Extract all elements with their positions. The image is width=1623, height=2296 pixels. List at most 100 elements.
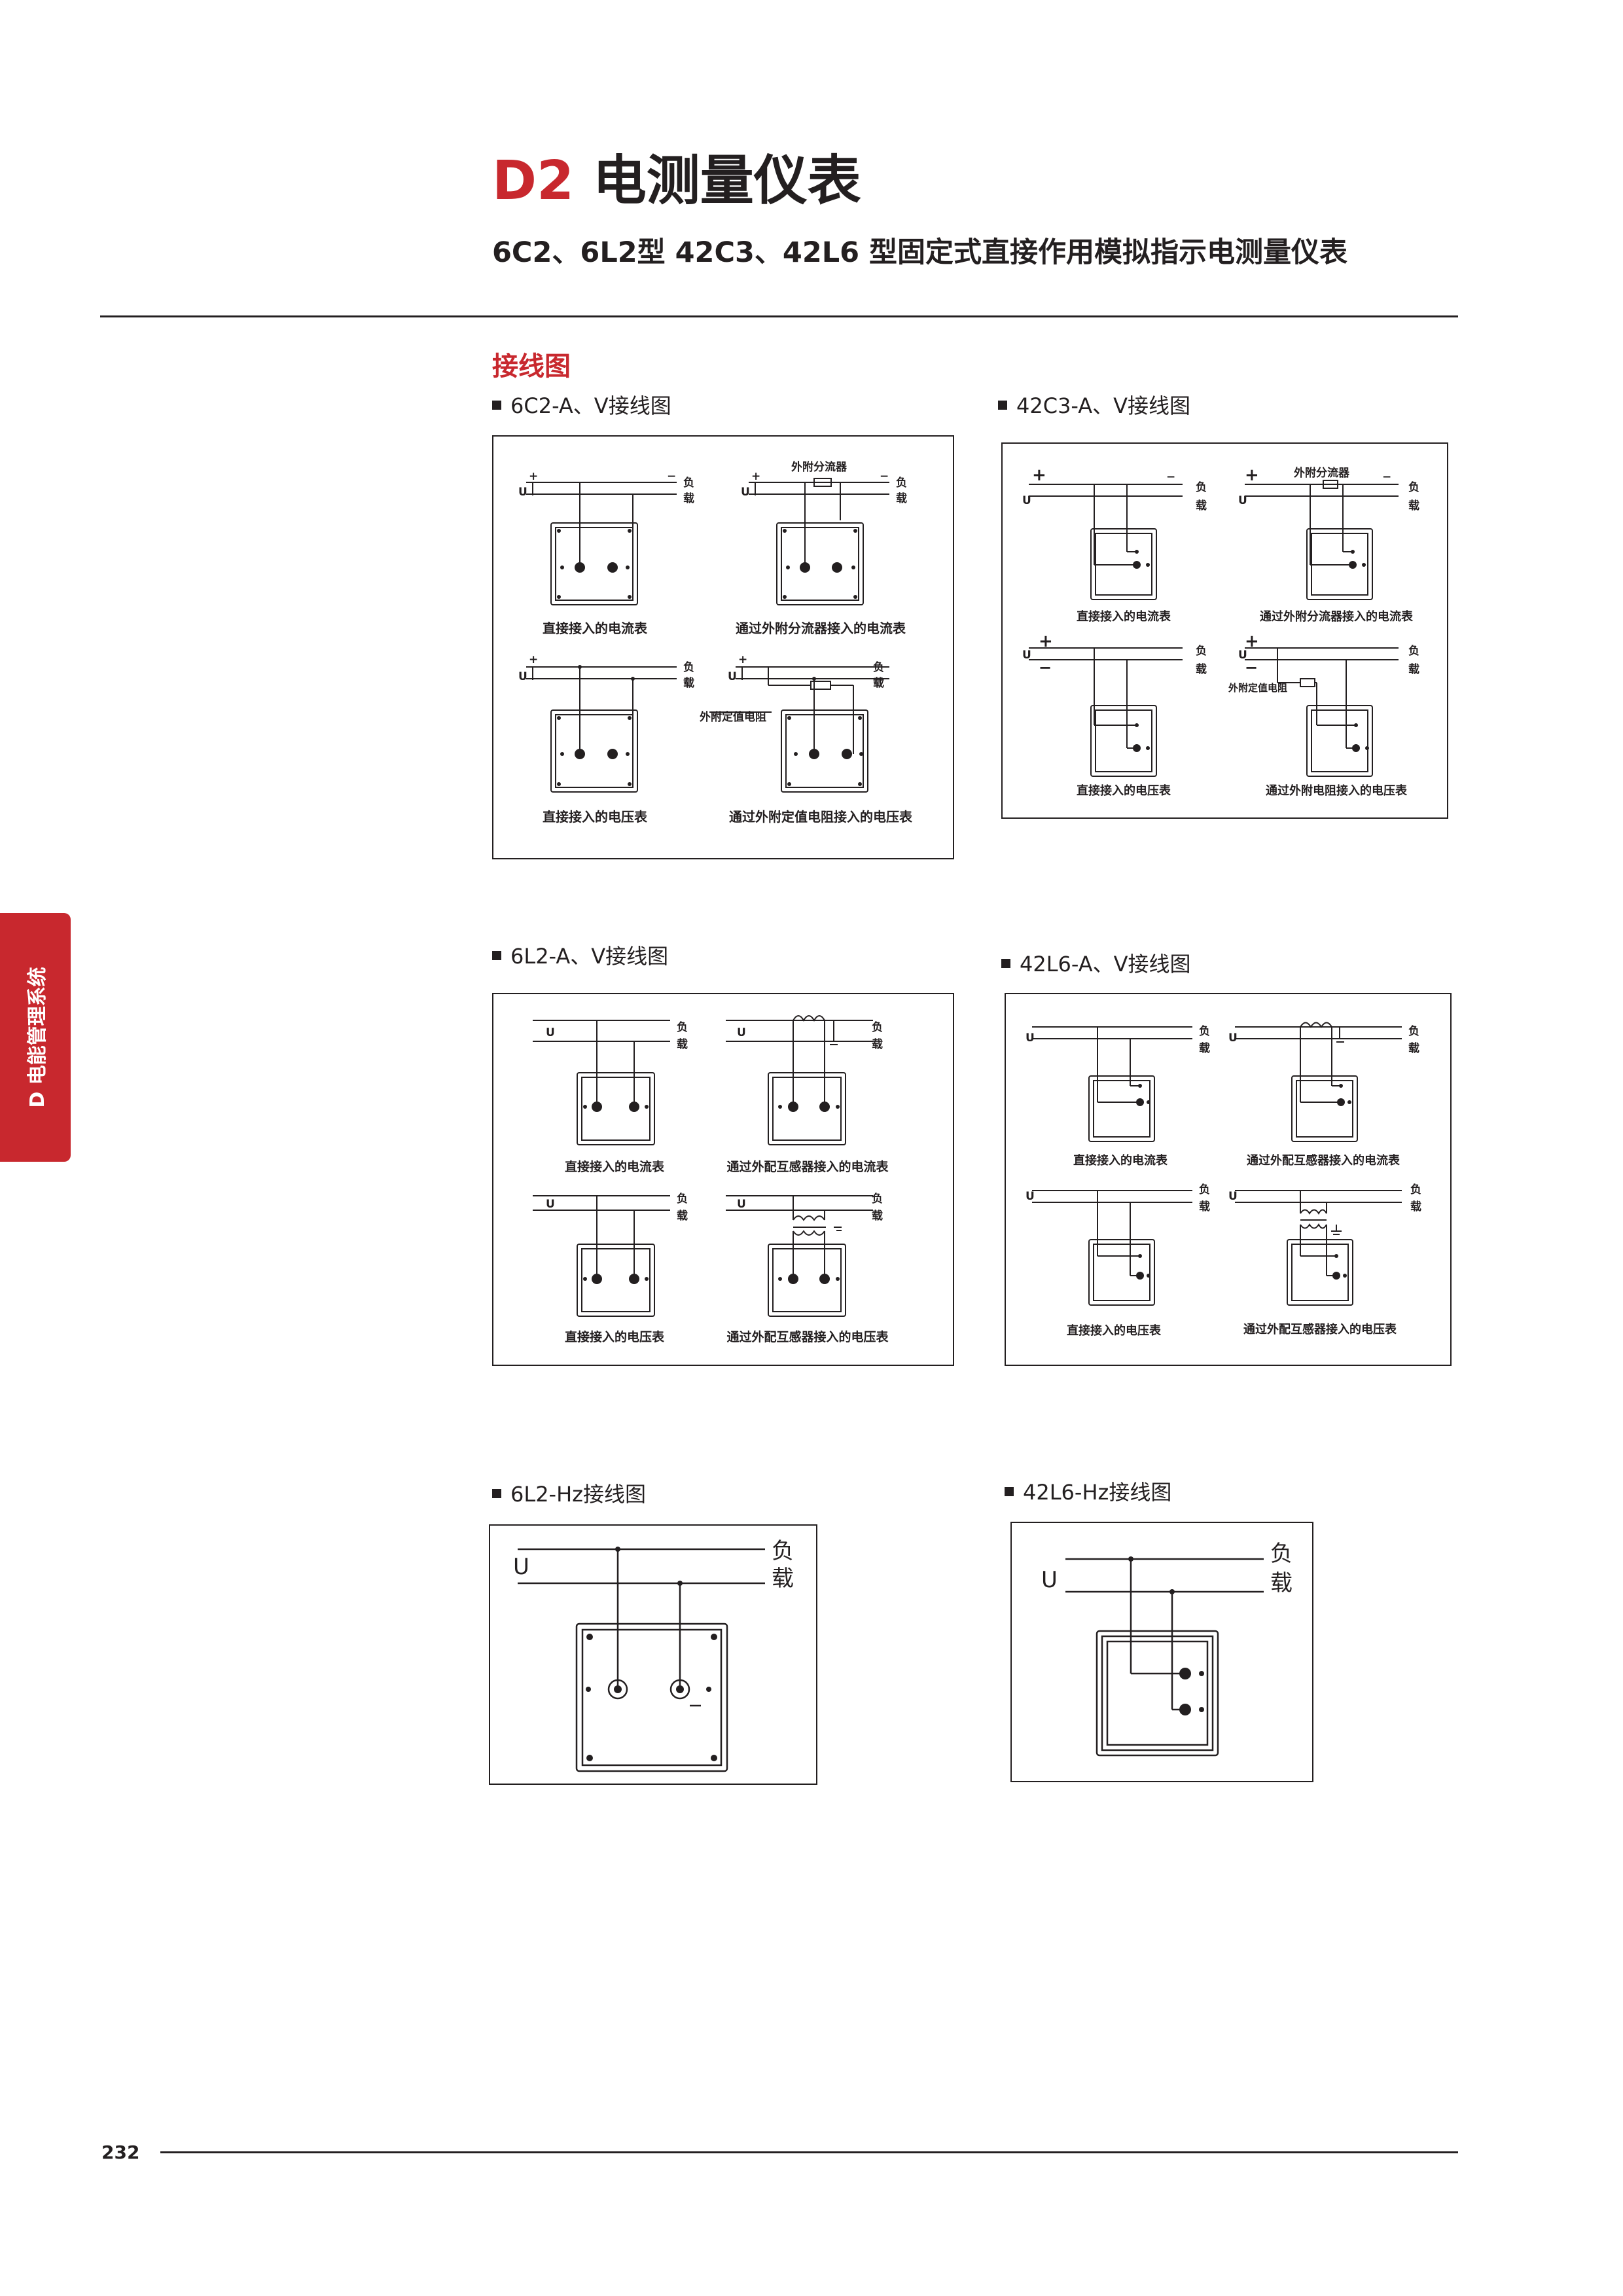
zai-label: 载	[1270, 1570, 1293, 1596]
fu-label: 负	[1408, 644, 1419, 658]
zai-label: 载	[1408, 1041, 1419, 1055]
minus-label: −	[880, 470, 889, 483]
wiring-diagram-6c2: + − U 负 载 + − U 负 载 外附分流器 + U 负 载 + U 负 …	[518, 460, 913, 825]
zai-label: 载	[873, 676, 884, 690]
shunt-label: 外附分流器	[1294, 466, 1350, 480]
u-label: U	[741, 486, 750, 499]
section-title: 接线图	[492, 351, 571, 382]
caption-6l2hz: 6L2-Hz接线图	[492, 1484, 646, 1505]
item-label: 直接接入的电压表	[543, 809, 648, 825]
fu-label: 负	[1408, 480, 1419, 494]
minus-label: −	[1039, 658, 1052, 677]
u-label: U	[1026, 1031, 1035, 1045]
u-label: U	[737, 1198, 746, 1211]
bullet-square-icon	[1005, 1487, 1014, 1496]
caption-text: 42L6-Hz接线图	[1023, 1480, 1172, 1505]
u-label: U	[1228, 1190, 1238, 1203]
resistor-label: 外附定值电阻	[1228, 682, 1287, 694]
u-label: U	[518, 670, 527, 683]
fu-label: 负	[772, 1538, 794, 1564]
wiring-diagram-42c3: + − U 负 载 + − U 负 载 外附分流器 + U − 负 载 + U …	[1022, 465, 1419, 798]
zai-label: 载	[872, 1037, 883, 1051]
item-label: 通过外配互感器接入的电压表	[726, 1329, 889, 1344]
minus-label: −	[1382, 471, 1391, 484]
shunt-label: 外附分流器	[791, 460, 847, 474]
bullet-square-icon	[492, 1489, 501, 1498]
caption-42l6hz: 42L6-Hz接线图	[1005, 1482, 1171, 1503]
fu-label: 负	[1196, 480, 1207, 494]
plus-label: +	[1032, 465, 1046, 485]
u-label: U	[518, 486, 527, 499]
zai-label: 载	[683, 676, 694, 690]
zai-label: 载	[1196, 662, 1207, 676]
zai-label: 载	[896, 492, 907, 505]
item-label: 直接接入的电压表	[565, 1329, 665, 1344]
u-label: U	[1238, 494, 1247, 507]
u-label: U	[546, 1198, 555, 1211]
minus-label: −	[667, 470, 676, 483]
item-label: 直接接入的电流表	[1073, 1153, 1168, 1168]
fu-label: 负	[683, 476, 694, 490]
item-label: 直接接入的电压表	[1067, 1323, 1162, 1338]
title-code: D2	[492, 150, 575, 212]
zai-label: 载	[1199, 1200, 1210, 1213]
plus-label: +	[1039, 632, 1053, 651]
u-label: U	[1022, 649, 1031, 662]
zai-label: 载	[677, 1037, 688, 1051]
u-label: U	[737, 1026, 746, 1039]
fu-label: 负	[872, 1192, 883, 1206]
zai-label: 载	[1196, 499, 1207, 512]
diagram-42c3: + − U 负 载 + − U 负 载 外附分流器 + U − 负 载 + U …	[1001, 442, 1448, 819]
title-text: 电测量仪表	[592, 150, 861, 212]
u-label: U	[1026, 1190, 1035, 1203]
caption-text: 6C2-A、V接线图	[510, 393, 671, 418]
zai-label: 载	[1410, 1200, 1421, 1213]
wiring-diagram-42l6: U 负 载 U 负 载 U 负 载 U 负 载 直接接入的电流表 通过外配互感器…	[1026, 1022, 1421, 1338]
zai-label: 载	[677, 1209, 688, 1223]
u-label: U	[1041, 1567, 1058, 1593]
diagram-42l6: U 负 载 U 负 载 U 负 载 U 负 载 直接接入的电流表 通过外配互感器…	[1005, 993, 1452, 1366]
fu-label: 负	[683, 660, 694, 674]
diagram-42l6-hz: U 负 载	[1010, 1522, 1313, 1782]
footer-rule	[160, 2151, 1458, 2153]
caption-6c2: 6C2-A、V接线图	[492, 395, 671, 416]
u-label: U	[728, 670, 737, 683]
side-tab-label: D 电能管理系统	[26, 967, 49, 1108]
bullet-square-icon	[1001, 959, 1010, 968]
caption-text: 6L2-Hz接线图	[510, 1482, 646, 1507]
u-label: U	[1238, 649, 1247, 662]
plus-label: +	[529, 653, 538, 666]
wiring-diagram-6l2-hz: U 负 载	[513, 1538, 794, 1772]
bullet-square-icon	[492, 401, 501, 410]
fu-label: 负	[896, 476, 907, 490]
item-label: 直接接入的电压表	[1077, 783, 1171, 798]
wiring-diagram-42l6-hz: U 负 载	[1041, 1541, 1293, 1757]
plus-label: +	[751, 470, 760, 483]
caption-text: 42L6-A、V接线图	[1020, 952, 1191, 977]
plus-label: +	[738, 653, 747, 666]
header-rule	[100, 315, 1458, 317]
caption-6l2: 6L2-A、V接线图	[492, 946, 668, 967]
fu-label: 负	[677, 1192, 688, 1206]
diagram-6l2: U 负 载 U 负 载 U 负 载 U 负 载 直接接入的电流表 通过外配互感器…	[492, 993, 954, 1366]
caption-text: 6L2-A、V接线图	[510, 944, 669, 969]
item-label: 通过外配互感器接入的电流表	[1247, 1153, 1400, 1168]
item-label: 直接接入的电流表	[565, 1159, 665, 1174]
side-tab: D 电能管理系统	[0, 913, 71, 1162]
zai-label: 载	[1408, 499, 1419, 512]
fu-label: 负	[873, 660, 884, 674]
u-label: U	[546, 1026, 555, 1039]
fu-label: 负	[1196, 644, 1207, 658]
fu-label: 负	[1199, 1183, 1210, 1196]
page-title: D2 电测量仪表	[492, 154, 861, 208]
fu-label: 负	[1408, 1024, 1419, 1038]
page-subtitle: 6C2、6L2型 42C3、42L6 型固定式直接作用模拟指示电测量仪表	[492, 236, 1348, 269]
resistor-label: 外附定值电阻	[700, 710, 766, 724]
zai-label: 载	[772, 1566, 794, 1592]
plus-label: +	[1245, 465, 1259, 485]
caption-42c3: 42C3-A、V接线图	[998, 395, 1190, 416]
item-label: 直接接入的电流表	[543, 620, 648, 636]
caption-42l6: 42L6-A、V接线图	[1001, 954, 1191, 975]
u-label: U	[1022, 494, 1031, 507]
zai-label: 载	[872, 1209, 883, 1223]
